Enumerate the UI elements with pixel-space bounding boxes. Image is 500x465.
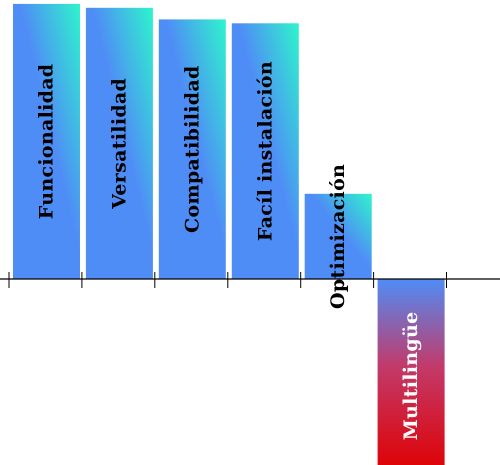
bar-4 [304,193,372,280]
bar-labels-group: Funcionalidad Versatilidad Compatibilidad F… [36,61,423,440]
bar-label-0: Funcionalidad [36,64,58,220]
bar-label-2: Compatibilidad [181,65,203,233]
bar-1 [85,7,153,280]
bar-0 [13,3,80,280]
bars-group [13,3,445,465]
bar-5 [377,279,445,465]
bar-label-4: Optimización [327,164,349,309]
bar-label-5: Multilingüe [400,312,422,441]
bar-label-3: Facíl instalación [254,61,276,241]
bar-2 [158,19,226,280]
bar-label-1: Versatilidad [108,78,130,210]
x-axis [0,272,500,288]
bar-3 [231,23,299,280]
